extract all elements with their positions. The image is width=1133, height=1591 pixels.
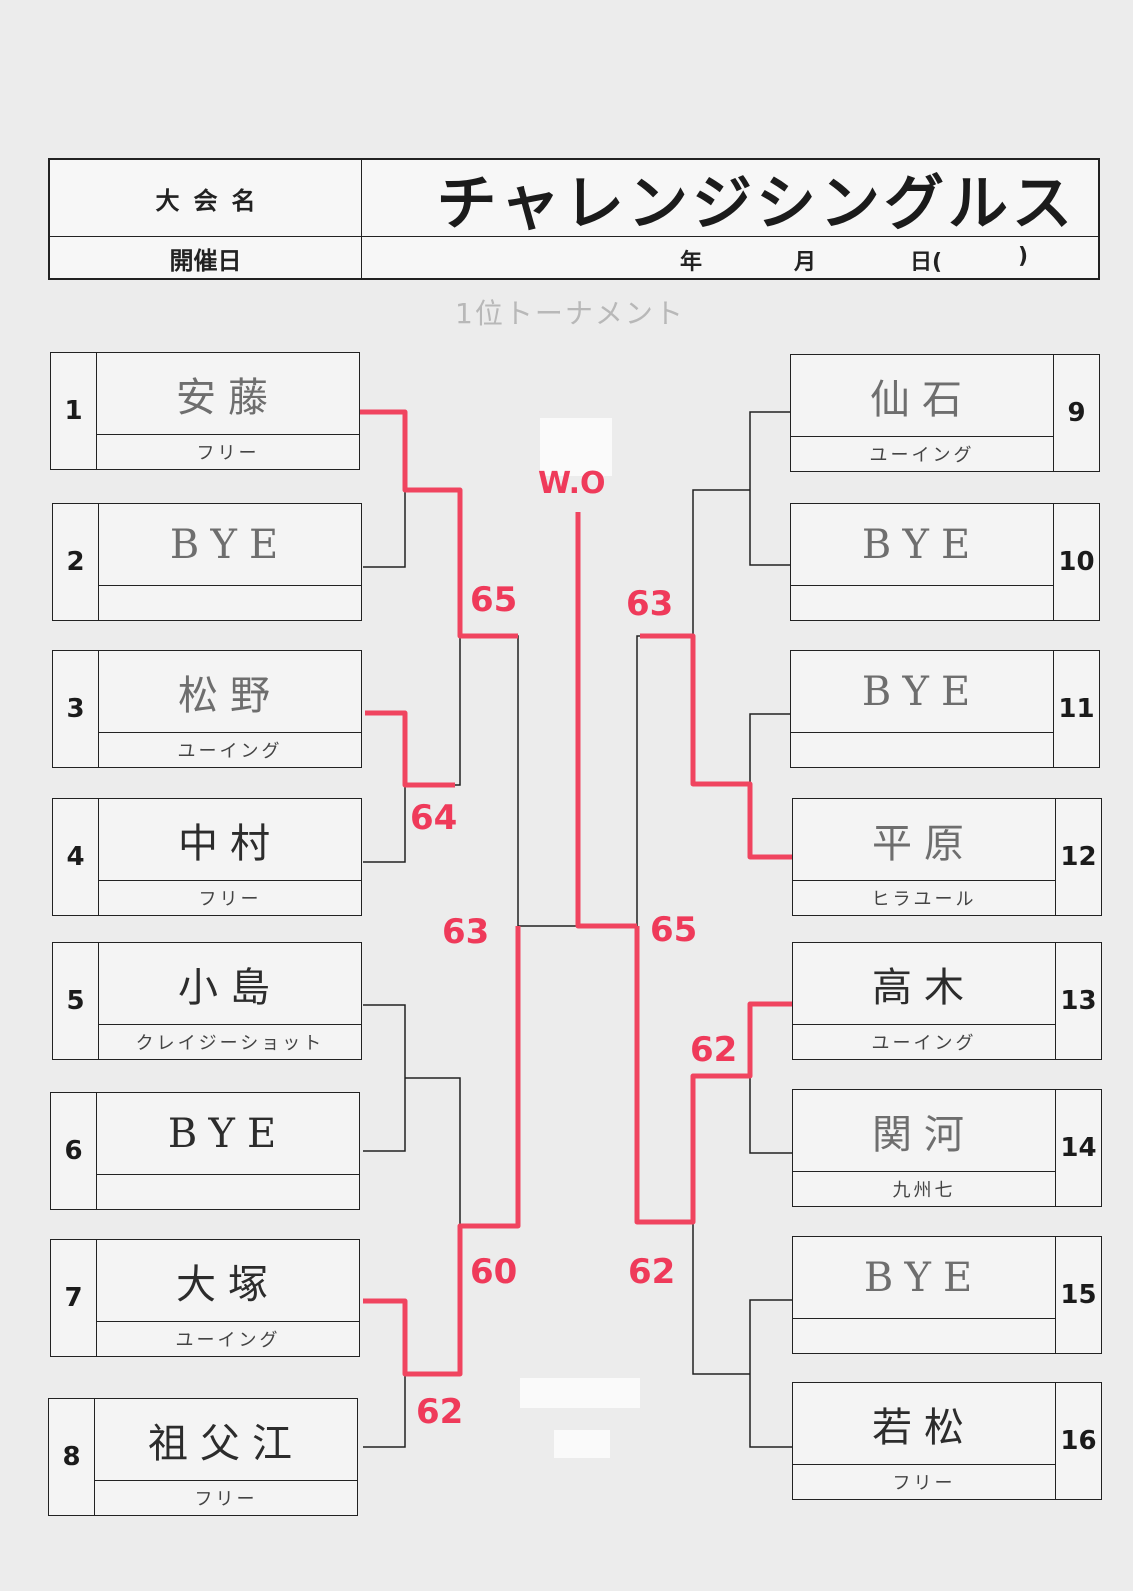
date-month: 月 xyxy=(794,250,817,275)
seed-number: 8 xyxy=(49,1399,95,1515)
seed-number: 9 xyxy=(1053,355,1099,471)
score-label: 65 xyxy=(650,910,698,950)
seed-number: 12 xyxy=(1055,799,1101,915)
score-label: 62 xyxy=(690,1030,738,1070)
player-name: BYE xyxy=(97,1093,359,1175)
score-label: 65 xyxy=(470,580,518,620)
player-name: 大塚 xyxy=(97,1240,359,1322)
player-club xyxy=(791,733,1053,767)
player-name: 平原 xyxy=(793,799,1055,881)
tape-mark xyxy=(554,1430,610,1458)
seed-number: 6 xyxy=(51,1093,97,1209)
player-box-1: 1 安藤 フリー xyxy=(50,352,360,470)
seed-number: 16 xyxy=(1055,1383,1101,1499)
player-name: 中村 xyxy=(99,799,361,881)
seed-number: 7 xyxy=(51,1240,97,1356)
player-club xyxy=(793,1319,1055,1353)
player-name: BYE xyxy=(791,504,1053,586)
player-box-12: 平原 ヒラユール 12 xyxy=(792,798,1102,916)
score-label: 63 xyxy=(442,912,490,952)
seed-number: 3 xyxy=(53,651,99,767)
seed-number: 13 xyxy=(1055,943,1101,1059)
player-club xyxy=(97,1175,359,1209)
walkover-label: W.O xyxy=(538,466,606,501)
player-box-7: 7 大塚 ユーイング xyxy=(50,1239,360,1357)
subtitle: 1位トーナメント xyxy=(455,297,685,330)
player-club: ユーイング xyxy=(871,1033,977,1054)
date-day: 日( xyxy=(910,250,943,275)
date-row: 開催日 年 月 日( ) xyxy=(50,236,1098,280)
player-club: ユーイング xyxy=(175,1330,281,1351)
score-label: 62 xyxy=(416,1392,464,1432)
player-box-8: 8 祖父江 フリー xyxy=(48,1398,358,1516)
player-club xyxy=(791,586,1053,620)
player-name: 高木 xyxy=(793,943,1055,1025)
player-name: 安藤 xyxy=(97,353,359,435)
seed-number: 14 xyxy=(1055,1090,1101,1206)
player-box-13: 高木 ユーイング 13 xyxy=(792,942,1102,1060)
player-box-11: BYE 11 xyxy=(790,650,1100,768)
player-club: ユーイング xyxy=(869,445,975,466)
player-name: 松野 xyxy=(99,651,361,733)
seed-number: 11 xyxy=(1053,651,1099,767)
player-name: 仙石 xyxy=(791,355,1053,437)
player-box-10: BYE 10 xyxy=(790,503,1100,621)
seed-number: 1 xyxy=(51,353,97,469)
player-club: フリー xyxy=(198,889,262,910)
player-box-3: 3 松野 ユーイング xyxy=(52,650,362,768)
player-name: 祖父江 xyxy=(95,1399,357,1481)
seed-number: 15 xyxy=(1055,1237,1101,1353)
player-box-14: 関河 九州七 14 xyxy=(792,1089,1102,1207)
player-club: ユーイング xyxy=(177,741,283,762)
player-name: BYE xyxy=(793,1237,1055,1319)
score-label: 64 xyxy=(410,798,458,838)
date-fields: 年 月 日( ) xyxy=(362,236,1098,280)
bracket-winner-lines xyxy=(359,409,792,1377)
score-label: 62 xyxy=(628,1252,676,1292)
player-club: ヒラユール xyxy=(871,889,977,910)
score-label: 60 xyxy=(470,1252,518,1292)
seed-number: 2 xyxy=(53,504,99,620)
header-table: 大会名 チャレンジシングルス 開催日 年 月 日( ) xyxy=(48,158,1100,280)
player-box-15: BYE 15 xyxy=(792,1236,1102,1354)
event-label: 大会名 xyxy=(50,160,362,236)
player-club xyxy=(99,586,361,620)
event-title: チャレンジシングルス xyxy=(436,168,1076,239)
tape-mark xyxy=(540,418,612,476)
player-club: 九州七 xyxy=(892,1180,956,1201)
player-box-6: 6 BYE xyxy=(50,1092,360,1210)
player-name: BYE xyxy=(791,651,1053,733)
player-club: フリー xyxy=(194,1489,258,1510)
player-club: フリー xyxy=(892,1473,956,1494)
date-label: 開催日 xyxy=(50,236,362,280)
player-box-4: 4 中村 フリー xyxy=(52,798,362,916)
player-box-5: 5 小島 クレイジーショット xyxy=(52,942,362,1060)
date-year: 年 xyxy=(680,250,703,275)
player-name: 関河 xyxy=(793,1090,1055,1172)
player-name: 小島 xyxy=(99,943,361,1025)
seed-number: 10 xyxy=(1053,504,1099,620)
seed-number: 4 xyxy=(53,799,99,915)
player-box-16: 若松 フリー 16 xyxy=(792,1382,1102,1500)
player-box-2: 2 BYE xyxy=(52,503,362,621)
player-club: フリー xyxy=(196,443,260,464)
player-club: クレイジーショット xyxy=(135,1033,325,1054)
player-name: 若松 xyxy=(793,1383,1055,1465)
event-row: 大会名 チャレンジシングルス xyxy=(50,160,1098,239)
player-box-9: 仙石 ユーイング 9 xyxy=(790,354,1100,472)
seed-number: 5 xyxy=(53,943,99,1059)
tape-mark xyxy=(520,1378,640,1408)
score-label: 63 xyxy=(626,584,674,624)
date-close: ) xyxy=(1018,244,1029,269)
player-name: BYE xyxy=(99,504,361,586)
